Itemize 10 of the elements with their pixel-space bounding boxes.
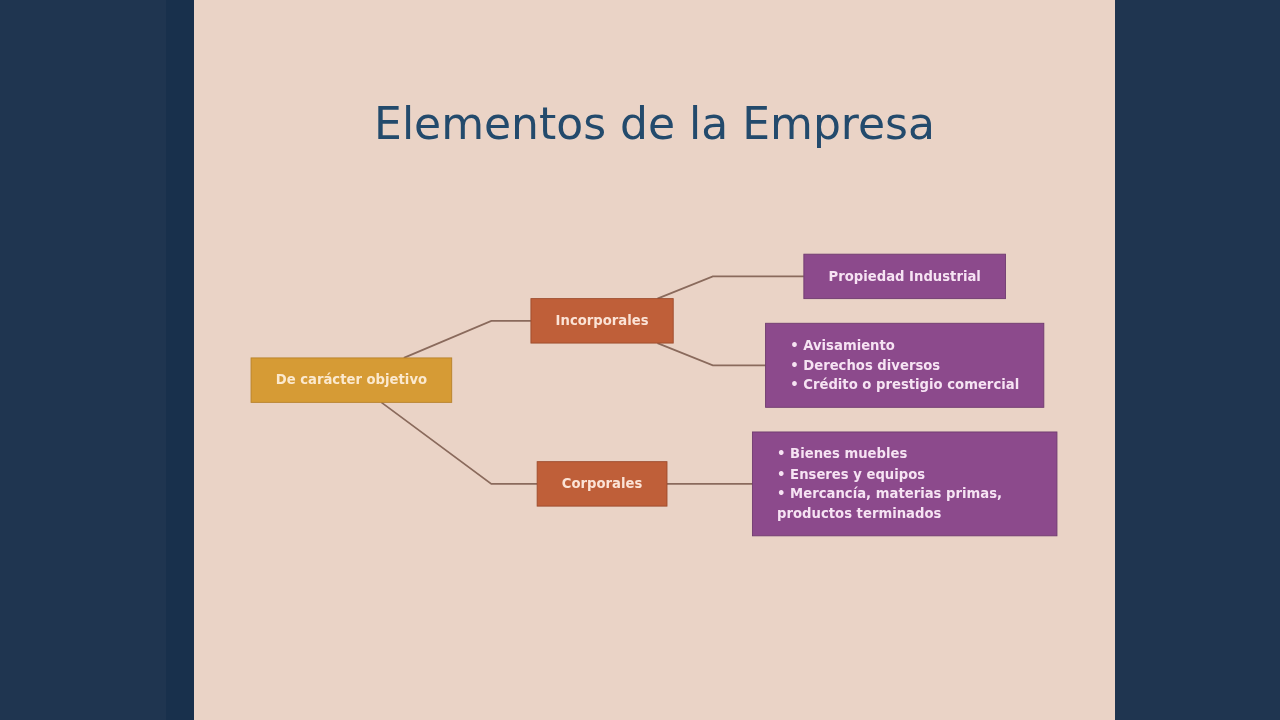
process-box: Incorporales [530,298,674,344]
slide-title: Elementos de la Empresa [373,98,936,149]
process-box: • Bienes muebles • Enseres y equipos • Mercancía, materias primas, productos terminados [752,431,1058,537]
connector-line [380,401,539,485]
process-box: • Avisamiento • Derechos diversos • Crédito o prestigio comercial [765,322,1045,408]
process-box: Propiedad Industrial [803,253,1006,300]
process-box: Corporales [536,461,668,507]
process-box: De carácter objetivo [250,357,453,403]
connector-line [656,275,805,300]
connector-line [666,483,754,485]
